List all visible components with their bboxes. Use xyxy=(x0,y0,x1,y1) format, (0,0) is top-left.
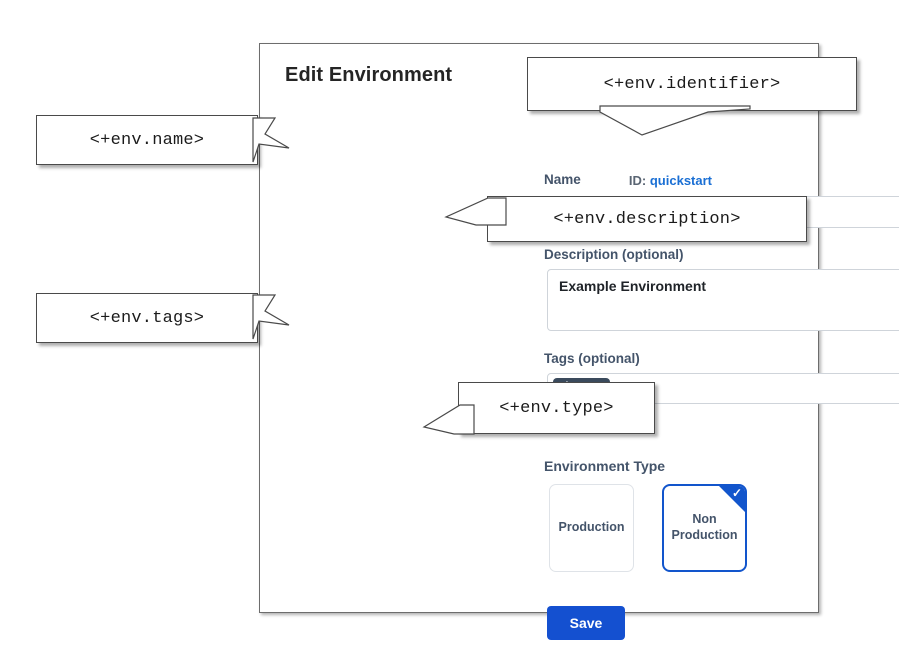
callout-tail-tags xyxy=(252,294,293,345)
environment-id: ID: quickstart xyxy=(629,173,712,188)
environment-type-option-non-production[interactable]: Non Production ✓ xyxy=(662,484,747,572)
environment-type-option-production[interactable]: Production xyxy=(549,484,634,572)
page-title: Edit Environment xyxy=(285,64,453,86)
callout-env-identifier: <+env.identifier> xyxy=(527,57,857,111)
id-value-link[interactable]: quickstart xyxy=(649,173,712,188)
check-icon: ✓ xyxy=(731,486,742,500)
selected-corner-badge xyxy=(719,486,745,512)
callout-tail-description xyxy=(444,197,507,238)
callout-env-tags: <+env.tags> xyxy=(36,293,258,343)
callout-tail-name xyxy=(252,117,293,168)
callout-env-name: <+env.name> xyxy=(36,115,258,165)
callout-tail-type xyxy=(422,404,484,445)
callout-env-type: <+env.type> xyxy=(458,382,655,434)
environment-type-option-label: Production xyxy=(558,520,625,535)
tags-label: Tags (optional) xyxy=(544,351,640,366)
description-textarea[interactable]: Example Environment xyxy=(547,269,899,331)
callout-tail-identifier xyxy=(599,105,751,149)
id-prefix-label: ID: xyxy=(628,173,647,188)
environment-type-option-label: Non Production xyxy=(671,512,738,542)
save-button[interactable]: Save xyxy=(547,606,625,640)
callout-env-description: <+env.description> xyxy=(487,196,807,242)
name-label: Name xyxy=(544,172,581,187)
environment-type-label: Environment Type xyxy=(544,458,666,474)
description-label: Description (optional) xyxy=(544,247,684,262)
